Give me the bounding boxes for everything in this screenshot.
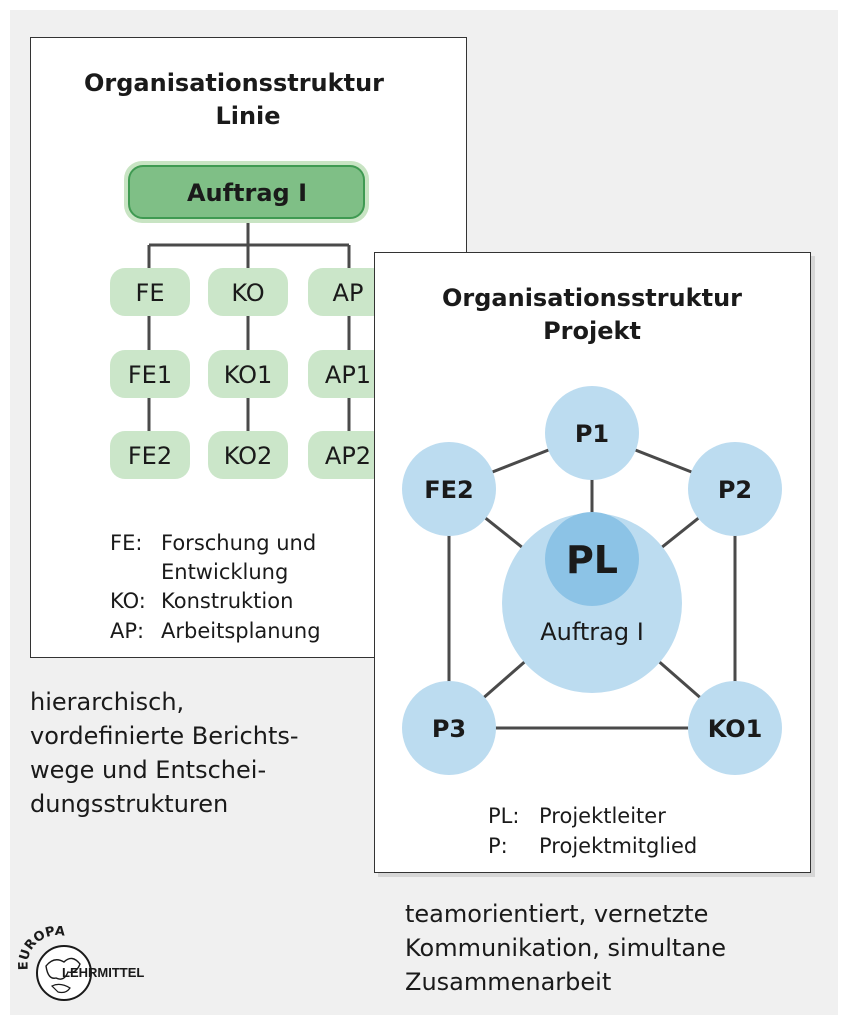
box-ap2-label: AP2 (325, 442, 371, 470)
linie-title-line1: Organisationsstruktur (84, 69, 384, 97)
project-lead-node: PL Auftrag I (502, 512, 682, 693)
projekt-title-line2: Projekt (543, 317, 641, 345)
box-ko1 (208, 350, 288, 398)
legend-ko-abbr: KO: (110, 589, 146, 613)
linie-root-node: Auftrag I (124, 161, 369, 223)
member-p1: P1 (545, 386, 639, 480)
legend-fe-text-line2: Entwicklung (161, 560, 288, 584)
legend-pl-text: Projektleiter (539, 804, 666, 828)
box-fe (110, 268, 190, 316)
member-ko1-label: KO1 (708, 715, 763, 743)
projekt-description: teamorientiert, vernetzte Kommunikation,… (405, 900, 727, 996)
project-lead-label: PL (566, 538, 618, 582)
legend-p-abbr: P: (488, 834, 508, 858)
box-ap1 (308, 350, 388, 398)
linie-connectors (147, 220, 351, 431)
europa-lehrmittel-logo: EUROPA LEHRMITTEL (16, 924, 146, 1008)
box-ko2-label: KO2 (224, 442, 273, 470)
box-fe1-label: FE1 (128, 361, 172, 389)
box-ap2 (308, 431, 388, 479)
box-fe-label: FE (136, 279, 165, 307)
member-p2: P2 (688, 442, 782, 536)
box-ko-label: KO (231, 279, 264, 307)
globe-icon (36, 945, 92, 1001)
box-fe1 (110, 350, 190, 398)
box-ap1-label: AP1 (325, 361, 371, 389)
linie-title-line2: Linie (215, 102, 280, 130)
linie-root-label: Auftrag I (187, 179, 307, 207)
box-ko1-label: KO1 (224, 361, 273, 389)
box-ap-label: AP (333, 279, 364, 307)
member-p1-label: P1 (575, 420, 609, 448)
project-lead-sublabel: Auftrag I (540, 618, 644, 646)
legend-p-text: Projektmitglied (539, 834, 697, 858)
panel-projekt: Organisationsstruktur Projekt P1 P2 (374, 252, 811, 873)
box-ko (208, 268, 288, 316)
legend-ko-text: Konstruktion (161, 589, 293, 613)
column-ap: AP AP1 AP2 (308, 268, 388, 479)
box-fe2 (110, 431, 190, 479)
legend-pl-abbr: PL: (488, 804, 519, 828)
legend-fe-text-line1: Forschung und (161, 531, 316, 555)
linie-legend: FE: Forschung und Entwicklung KO: Konstr… (110, 531, 321, 643)
projekt-title-line1: Organisationsstruktur (442, 284, 742, 312)
member-ko1: KO1 (688, 681, 782, 775)
box-ap (308, 268, 388, 316)
logo-bottom-text: LEHRMITTEL (62, 965, 144, 980)
member-fe2-label: FE2 (424, 476, 474, 504)
member-p3-label: P3 (432, 715, 466, 743)
column-ko: KO KO1 KO2 (208, 268, 288, 479)
column-fe: FE FE1 FE2 (110, 268, 190, 479)
member-p3: P3 (402, 681, 496, 775)
box-ko2 (208, 431, 288, 479)
projekt-legend: PL: Projektleiter P: Projektmitglied (488, 804, 697, 858)
legend-fe-abbr: FE: (110, 531, 142, 555)
legend-ap-text: Arbeitsplanung (161, 619, 321, 643)
legend-ap-abbr: AP: (110, 619, 144, 643)
member-p2-label: P2 (718, 476, 752, 504)
box-fe2-label: FE2 (128, 442, 172, 470)
member-fe2: FE2 (402, 442, 496, 536)
linie-description: hierarchisch, vordefinierte Berichts- we… (30, 688, 299, 818)
